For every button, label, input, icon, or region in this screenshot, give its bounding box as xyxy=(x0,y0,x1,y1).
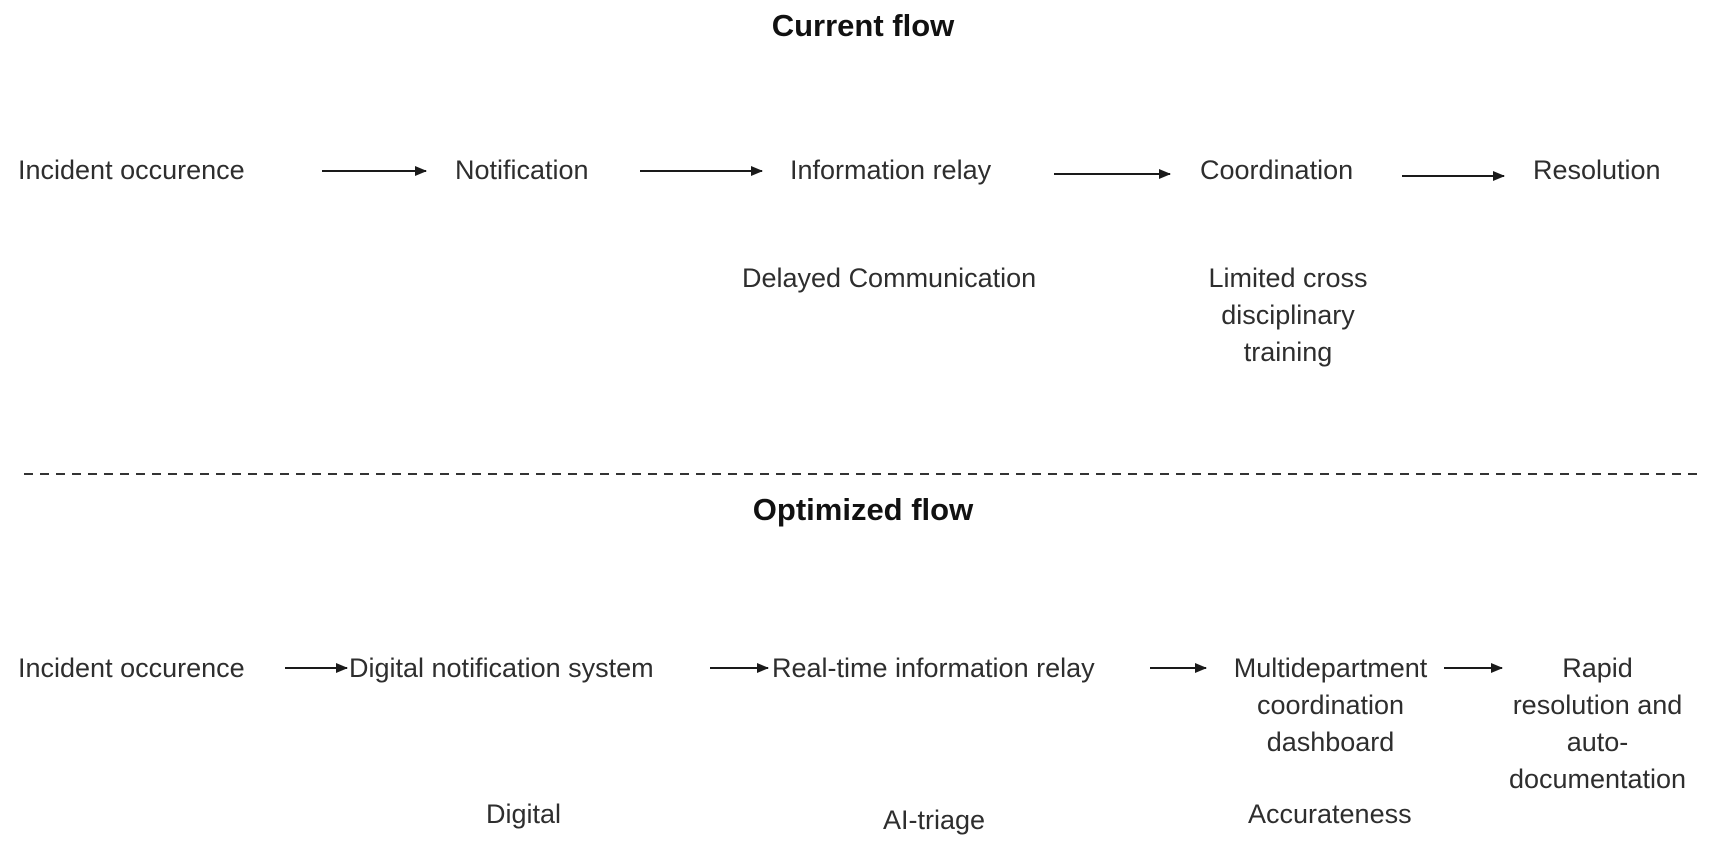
optimized-node-incident: Incident occurence xyxy=(18,653,245,683)
optimized-note-ai-triage: AI-triage xyxy=(883,805,986,835)
current-node-resolution: Resolution xyxy=(1533,155,1661,185)
optimized-note-digital: Digital xyxy=(486,799,562,829)
current-flow-title: Current flow xyxy=(771,8,955,43)
current-note-limited-training: Limited cross disciplinary training xyxy=(1208,263,1368,367)
current-node-coordination: Coordination xyxy=(1200,155,1354,185)
current-node-information-relay: Information relay xyxy=(790,155,992,185)
optimized-node-realtime-relay: Real-time information relay xyxy=(772,653,1095,683)
current-node-incident: Incident occurence xyxy=(18,155,245,185)
optimized-flow-title: Optimized flow xyxy=(752,492,974,527)
optimized-node-rapid-resolution: Rapid resolution and auto-documentation xyxy=(1508,653,1687,794)
current-arrows xyxy=(322,166,1505,181)
optimized-node-coordination-dashboard: Multidepartment coordination dashboard xyxy=(1233,653,1428,757)
current-node-notification: Notification xyxy=(455,155,589,185)
optimized-note-accurateness: Accurateness xyxy=(1248,799,1412,829)
optimized-node-digital-notification: Digital notification system xyxy=(349,653,654,683)
current-note-delayed-communication: Delayed Communication xyxy=(742,263,1037,293)
